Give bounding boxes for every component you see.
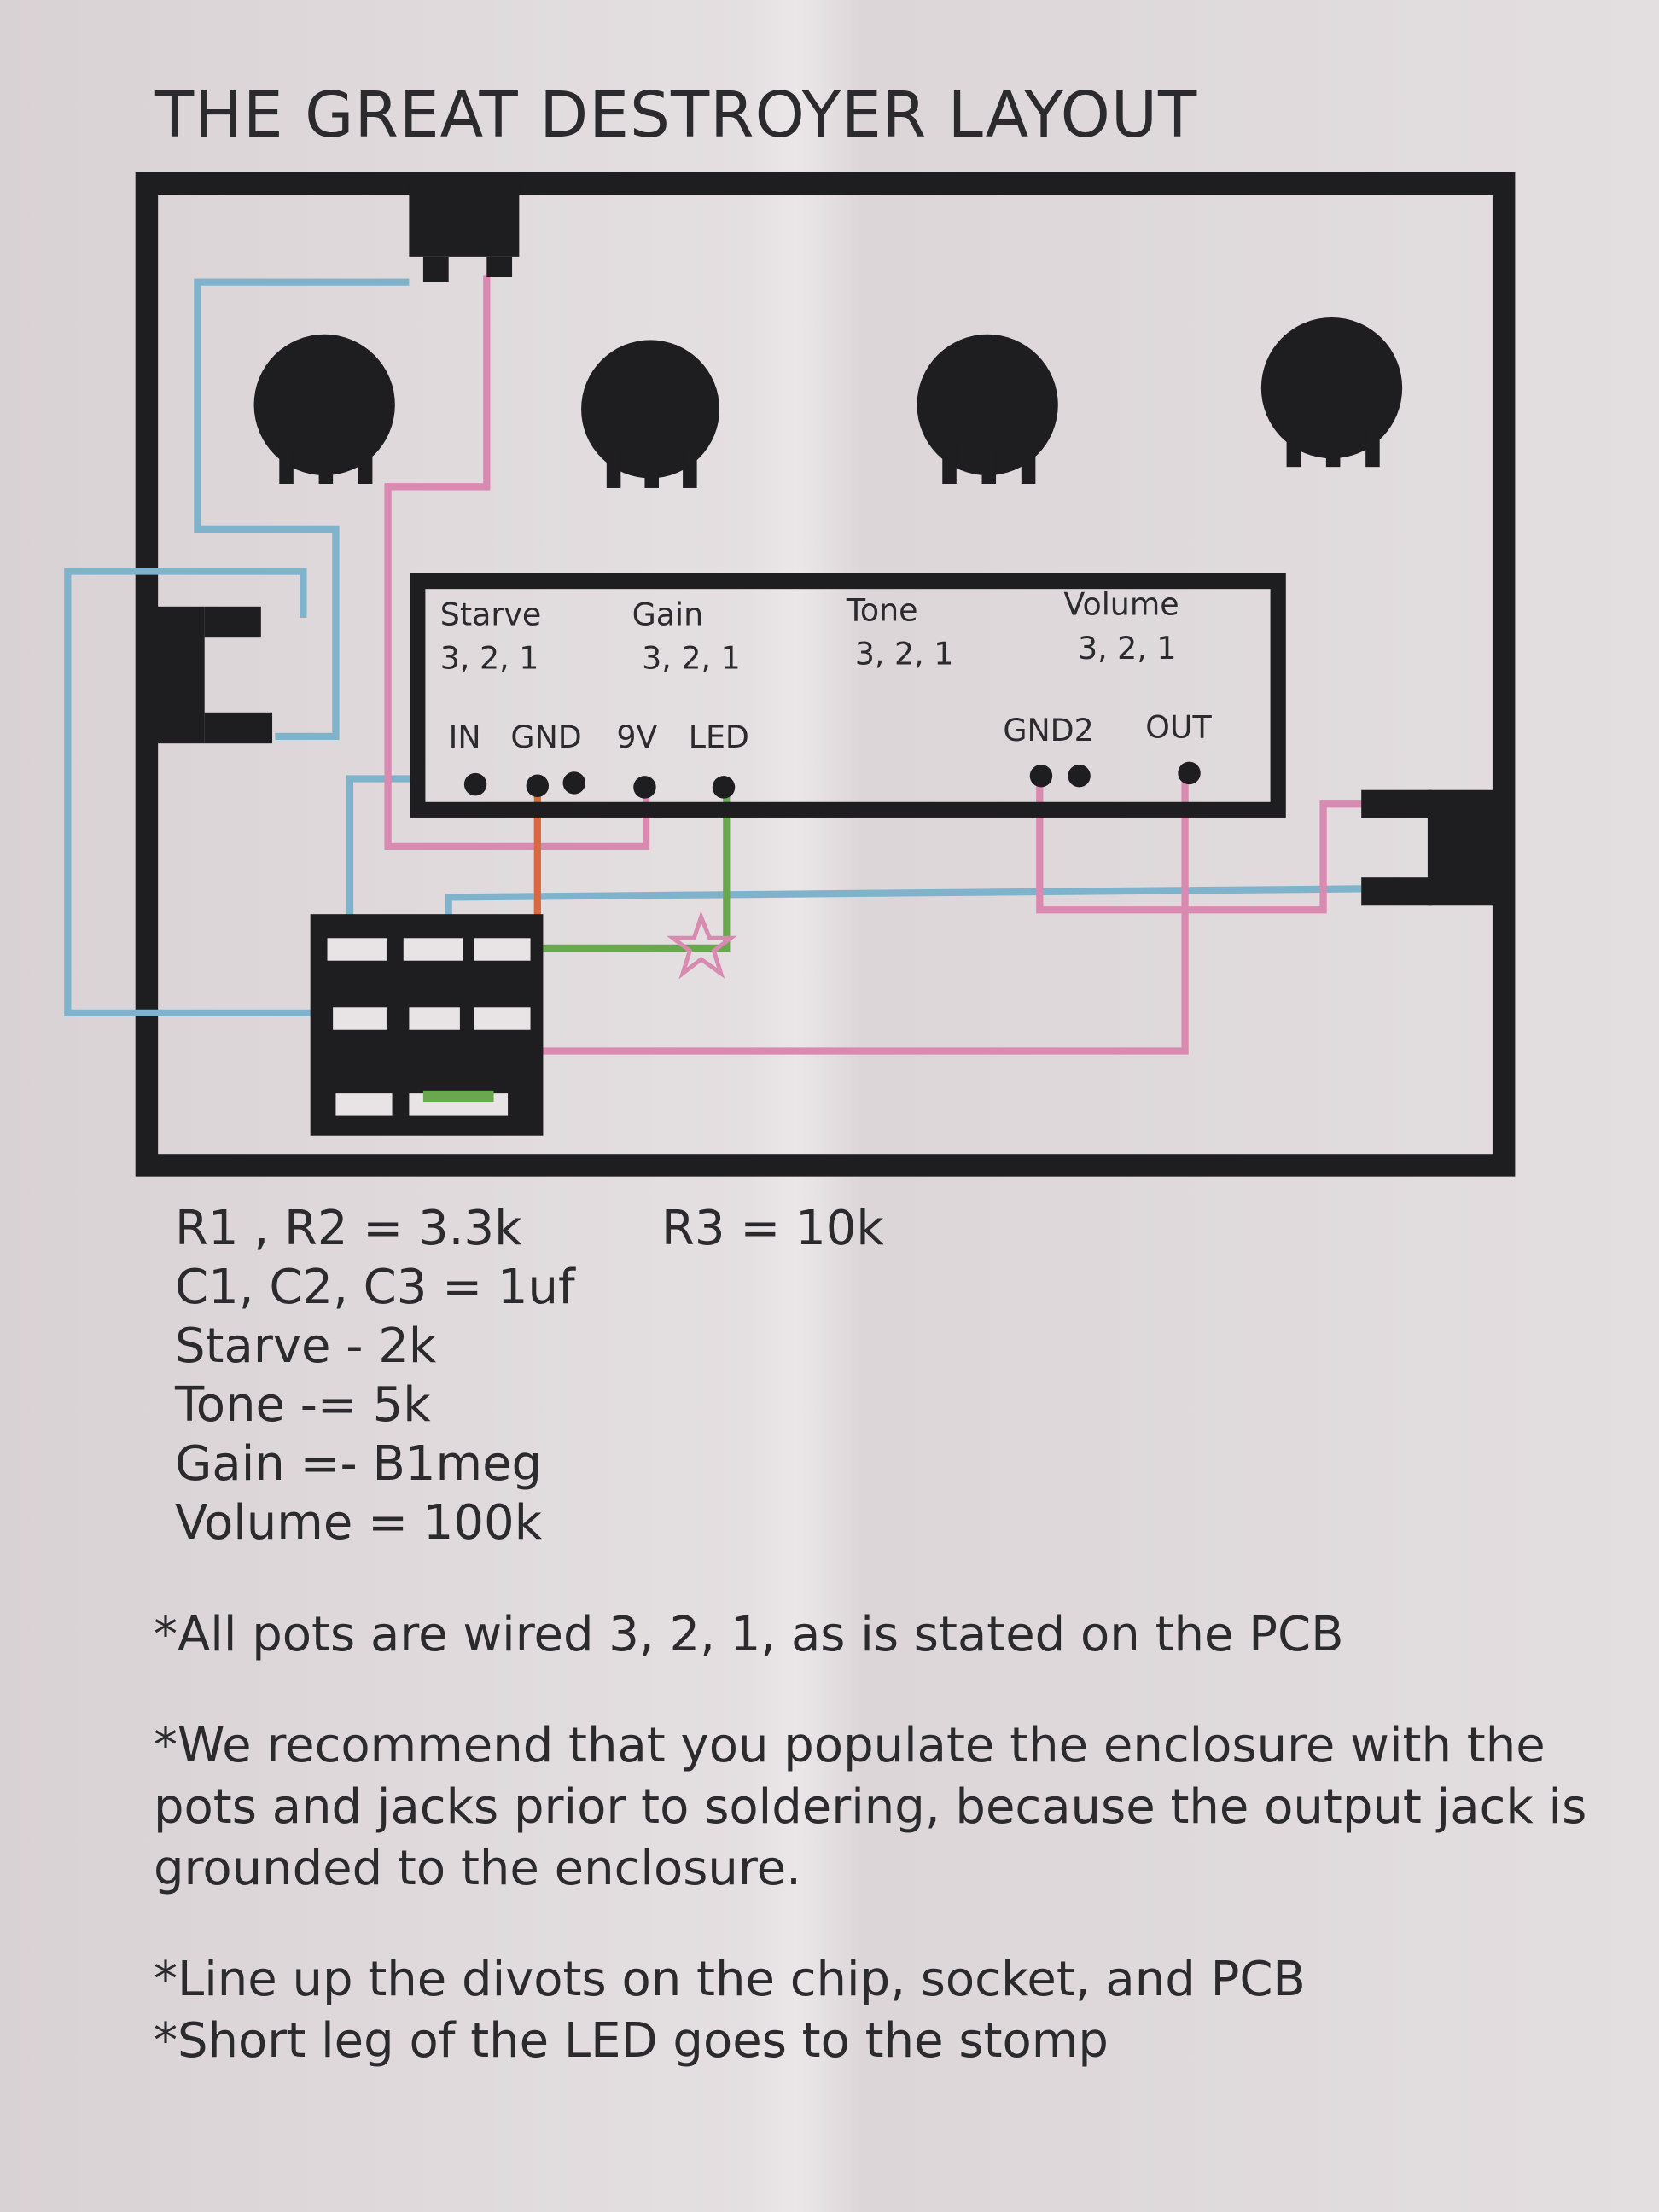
- wire-green: [543, 789, 731, 952]
- note: *We recommend that you populate the encl…: [154, 1718, 1587, 1896]
- pcb-pins-gain: 3, 2, 1: [642, 640, 741, 677]
- pot-tone: [917, 334, 1058, 484]
- value-starve: Starve - 2k: [175, 1318, 437, 1374]
- wire-pink: [1036, 778, 1366, 914]
- pad-in: [463, 772, 487, 796]
- note: *Line up the divots on the chip, socket,…: [154, 1952, 1306, 2007]
- pad-label-in: IN: [449, 719, 481, 755]
- led-star-icon: [667, 911, 737, 980]
- pad-9v: [633, 776, 656, 799]
- component-values: R1 , R2 = 3.3k C1, C2, C3 = 1uf Starve -…: [175, 1199, 575, 1552]
- enclosure-outline: [135, 172, 1516, 1177]
- value-r3: R3 = 10k: [661, 1201, 884, 1256]
- pcb-label-volume: Volume: [1063, 586, 1179, 623]
- wire-blue: [346, 775, 416, 943]
- wire-blue: [445, 885, 1362, 943]
- pad-gnd: [526, 774, 550, 797]
- pad-gnd: [562, 771, 586, 795]
- pad-out: [1178, 761, 1201, 785]
- input-jack: [154, 606, 273, 744]
- pcb-pins-tone: 3, 2, 1: [855, 636, 954, 672]
- pad-gnd2: [1029, 764, 1053, 788]
- pcb-label-tone: Tone: [846, 591, 918, 628]
- instructions: *All pots are wired 3, 2, 1, as is state…: [154, 1604, 1604, 2072]
- pad-label-gnd2: GND2: [1003, 712, 1094, 748]
- wire-pink: [434, 778, 1189, 1055]
- pad-label-led: LED: [689, 719, 749, 755]
- page-title: THE GREAT DESTROYER LAYOUT: [155, 79, 1198, 152]
- footswitch: [310, 914, 544, 1136]
- pad-label-gnd: GND: [510, 719, 581, 755]
- pad-led: [712, 776, 736, 799]
- output-jack: [1361, 789, 1499, 906]
- value-volume: Volume = 100k: [175, 1495, 543, 1551]
- pcb-board: [410, 573, 1286, 818]
- wire-blue: [64, 568, 313, 1017]
- pcb-pins-starve: 3, 2, 1: [440, 640, 539, 677]
- pot-volume: [1260, 317, 1403, 468]
- pcb-label-gain: Gain: [632, 596, 704, 632]
- value-tone: Tone -= 5k: [175, 1377, 431, 1433]
- note: *All pots are wired 3, 2, 1, as is state…: [154, 1607, 1344, 1662]
- value-r1-r2: R1 , R2 = 3.3k: [175, 1201, 522, 1256]
- value-gain: Gain =- B1meg: [175, 1436, 543, 1492]
- pcb-pins-volume: 3, 2, 1: [1078, 630, 1177, 667]
- pad-gnd2: [1068, 764, 1091, 788]
- pcb-label-starve: Starve: [440, 596, 541, 632]
- pad-label-out: OUT: [1145, 709, 1212, 746]
- top-jack: [409, 183, 520, 282]
- wire-blue: [194, 278, 410, 741]
- pad-label-9v: 9V: [616, 719, 657, 755]
- pot-starve: [253, 334, 395, 484]
- pot-gain: [581, 340, 720, 488]
- wire-pink: [384, 275, 650, 850]
- value-caps: C1, C2, C3 = 1uf: [175, 1260, 575, 1315]
- note: *Short leg of the LED goes to the stomp: [154, 2013, 1109, 2069]
